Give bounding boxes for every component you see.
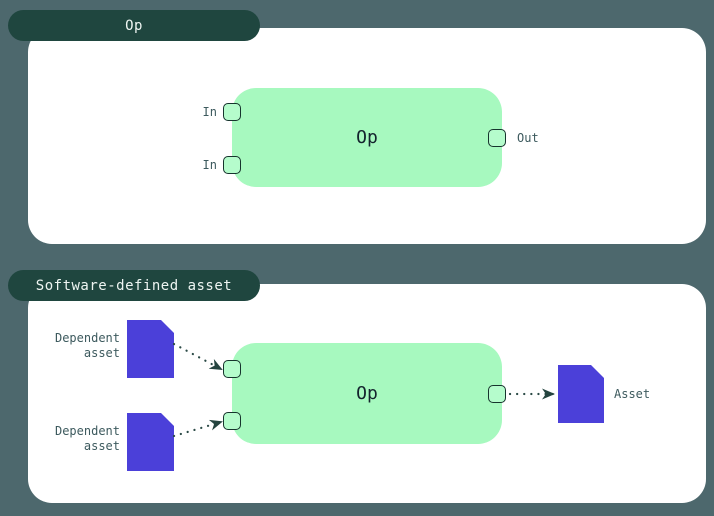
tab-op-label: Op: [125, 17, 143, 34]
asset-label: Asset: [614, 387, 651, 401]
input-port-icon: [223, 103, 241, 121]
asset-icon: [127, 320, 174, 378]
op-node: Op: [232, 88, 502, 187]
input-port-label: In: [202, 158, 217, 172]
tab-sda-label: Software-defined asset: [35, 277, 233, 294]
op-node-label: Op: [356, 383, 378, 404]
input-port-icon: [223, 156, 241, 174]
output-port-icon: [488, 129, 506, 147]
output-port-label: Out: [517, 131, 539, 145]
asset-icon: [127, 413, 174, 471]
asset-icon: [558, 365, 604, 423]
input-port-label: In: [202, 105, 217, 119]
tab-software-defined-asset: Software-defined asset: [8, 270, 260, 301]
output-port-icon: [488, 385, 506, 403]
dependent-asset-label: Dependent asset: [54, 424, 120, 453]
dependent-asset-label: Dependent asset: [54, 331, 120, 360]
input-port-icon: [223, 412, 241, 430]
op-node: Op: [232, 343, 502, 444]
op-node-label: Op: [356, 127, 378, 148]
tab-op: Op: [8, 10, 260, 41]
input-port-icon: [223, 360, 241, 378]
